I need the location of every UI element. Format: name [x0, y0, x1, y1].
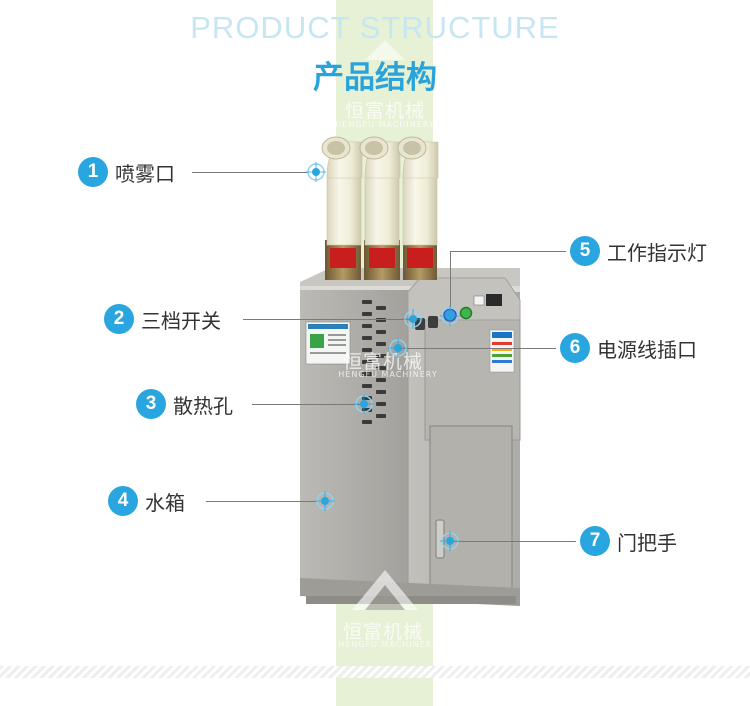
callout-number: 4	[108, 486, 138, 516]
callout-number: 2	[104, 304, 134, 334]
leader-line-spray-outlet	[192, 172, 308, 173]
watermark-logo-bottom	[352, 570, 418, 610]
watermark-brand-cn-bottom: 恒富机械	[342, 621, 423, 643]
watermark-logo-top	[365, 40, 405, 60]
instruction-sticker	[305, 321, 351, 365]
target-marker-switch	[403, 309, 423, 329]
callout-water-tank: 4 水箱	[108, 485, 185, 517]
leader-line-three-speed-switch	[243, 319, 411, 320]
callout-label: 散热孔	[173, 393, 233, 418]
bottom-stripe-divider	[0, 666, 750, 678]
target-marker-door-handle	[440, 531, 460, 551]
watermark-brand-en-mid: HENGFU MACHINERY	[338, 370, 438, 379]
leader-line-indicator-light	[450, 251, 566, 252]
leader-line-vent-holes	[252, 404, 360, 405]
callout-label: 喷雾口	[115, 161, 175, 186]
target-marker-water-tank	[315, 491, 335, 511]
callout-number: 5	[570, 236, 600, 266]
title-chinese: 产品结构	[313, 60, 437, 96]
callout-spray-outlet: 1 喷雾口	[78, 156, 175, 188]
callout-label: 工作指示灯	[607, 240, 707, 265]
callout-number: 6	[560, 333, 590, 363]
watermark-brand-cn-top: 恒富机械	[344, 100, 425, 122]
leader-line-door-handle	[452, 541, 576, 542]
callout-number: 3	[136, 389, 166, 419]
leader-line-water-tank	[206, 501, 316, 502]
callout-power-socket: 6 电源线插口	[560, 332, 697, 364]
door-handle	[435, 519, 445, 559]
target-marker-power-socket	[388, 338, 408, 358]
callout-label: 电源线插口	[597, 337, 697, 362]
callout-indicator-light: 5 工作指示灯	[570, 235, 707, 267]
vent-holes	[362, 300, 386, 424]
leader-line-indicator-light-drop	[450, 251, 451, 313]
title-english: PRODUCT STRUCTURE	[190, 10, 560, 45]
callout-vent-holes: 3 散热孔	[136, 388, 233, 420]
watermark-brand-en-top: HENGFU MACHINERY	[335, 120, 435, 129]
pipe-sleeves	[325, 240, 437, 280]
control-panel	[407, 277, 521, 321]
spec-sticker	[489, 329, 515, 373]
callout-number: 1	[78, 157, 108, 187]
watermark-brand-en-bottom: HENGFU MACHINERY	[338, 640, 438, 649]
watermark-brand-cn-mid: 恒富机械	[342, 351, 423, 373]
target-marker-spray-outlet	[306, 162, 326, 182]
callout-label: 水箱	[145, 490, 185, 515]
callout-three-speed-switch: 2 三档开关	[104, 303, 221, 335]
spray-pipes	[321, 136, 439, 246]
callout-label: 三档开关	[141, 308, 221, 333]
callout-door-handle: 7 门把手	[580, 525, 677, 557]
callout-label: 门把手	[617, 530, 677, 555]
target-marker-vent	[354, 394, 374, 414]
callout-number: 7	[580, 526, 610, 556]
leader-line-power-socket	[400, 348, 556, 349]
target-marker-indicator-light	[440, 306, 460, 326]
